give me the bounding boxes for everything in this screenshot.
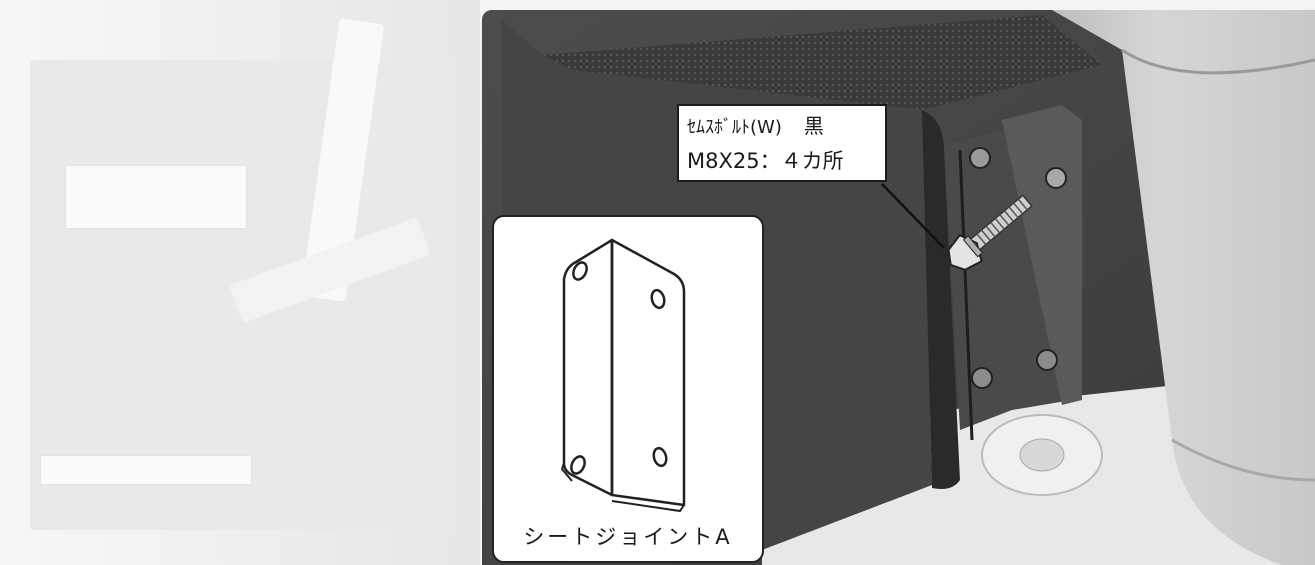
callout-leader-line <box>881 183 945 249</box>
nut-bottom-left <box>971 367 993 389</box>
faded-caption-box <box>40 455 252 485</box>
bolt-spec: M8X25：４カ所 <box>687 149 844 173</box>
tub-body <box>1052 10 1315 565</box>
nut-top-left <box>969 147 991 169</box>
textured-top-surface <box>542 15 1102 110</box>
bolt-illustration <box>947 194 1033 271</box>
nut-bottom-right <box>1036 349 1058 371</box>
faded-background-photo <box>0 0 480 565</box>
bolt-callout-label: ｾﾑｽﾎﾞﾙﾄ(W) 黒 M8X25：４カ所 <box>677 104 887 182</box>
box-edge <box>922 110 960 489</box>
bolt-part-name: ｾﾑｽﾎﾞﾙﾄ(W) <box>687 117 782 138</box>
seat-joint-caption: シートジョイントA <box>523 525 733 549</box>
nut-top-right <box>1045 167 1067 189</box>
bolt-color: 黒 <box>803 114 824 138</box>
seat-joint-inset: シートジョイントA <box>492 215 764 563</box>
angle-bracket-icon <box>560 238 686 513</box>
faded-label-box <box>65 165 247 229</box>
